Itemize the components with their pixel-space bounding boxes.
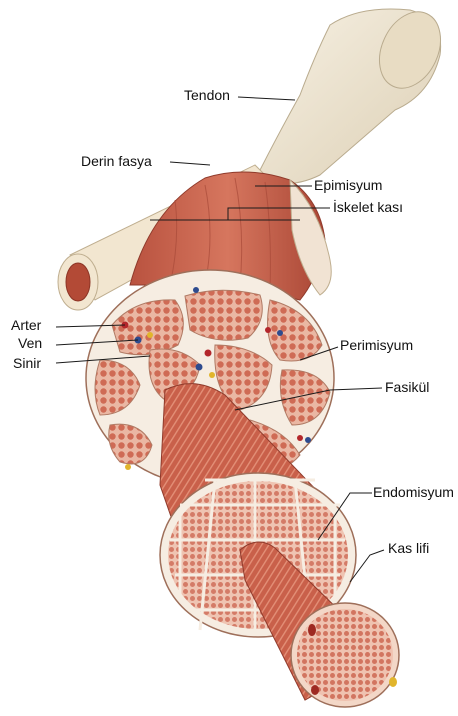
label-skeletal-muscle: İskelet kası [333,198,403,215]
label-muscle-fiber: Kas lifi [388,540,429,556]
label-vein: Ven [18,335,42,351]
label-fascicle: Fasikül [385,379,429,395]
tendon-shape [255,2,452,184]
label-artery: Arter [11,317,42,333]
label-deep-fascia: Derin fasya [81,153,152,169]
label-nerve: Sinir [13,355,41,371]
label-tendon: Tendon [184,87,230,103]
label-epimysium: Epimisyum [314,177,382,193]
label-perimysium: Perimisyum [340,337,413,353]
label-endomysium: Endomisyum [373,484,454,500]
fascicle-2 [185,290,262,340]
